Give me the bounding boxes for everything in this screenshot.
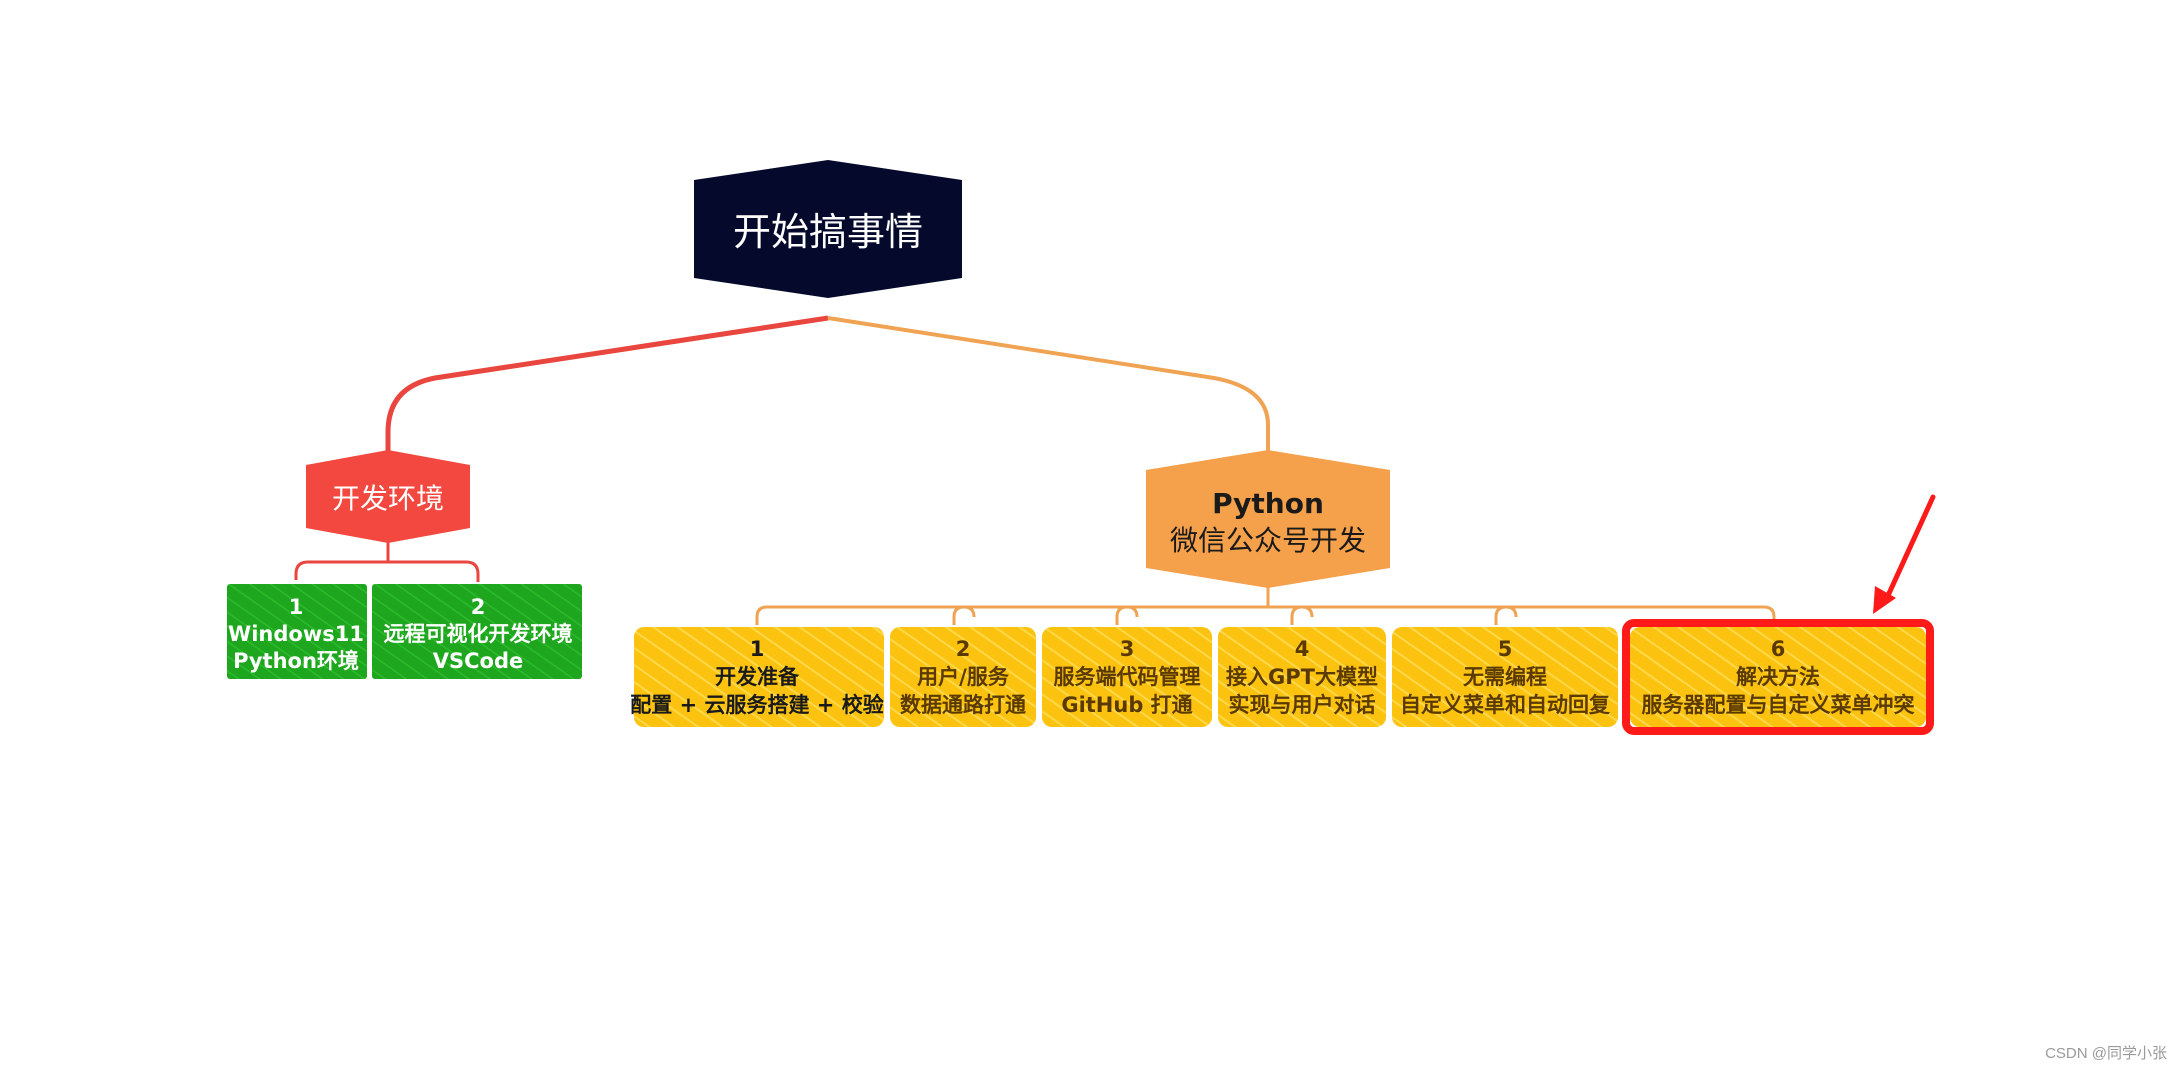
right-child-5[interactable]: 5 无需编程 自定义菜单和自动回复 <box>1392 627 1618 727</box>
left-child-1-line-2: Python环境 <box>233 649 359 673</box>
left-child-1-number: 1 <box>289 595 304 619</box>
right-branch-node[interactable]: Python 微信公众号开发 <box>1146 450 1390 588</box>
right-child-4-line-1: 接入GPT大模型 <box>1226 665 1378 689</box>
root-node-shape <box>694 160 962 298</box>
connectors <box>294 315 1776 625</box>
right-child-4-line-2: 实现与用户对话 <box>1229 693 1376 717</box>
right-child-5-line-2: 自定义菜单和自动回复 <box>1400 693 1611 717</box>
left-branch-node[interactable]: 开发环境 <box>306 450 470 543</box>
right-child-1-line-2: 配置 + 云服务搭建 + 校验 <box>630 693 883 717</box>
right-child-2-number: 2 <box>956 637 971 661</box>
root-node-label: 开始搞事情 <box>733 210 923 254</box>
right-child-2-line-1: 用户/服务 <box>917 665 1010 689</box>
left-child-2[interactable]: 2 远程可视化开发环境 VSCode <box>372 584 582 679</box>
right-child-5-shape <box>1392 627 1618 727</box>
right-branch-node-subtitle: 微信公众号开发 <box>1170 524 1366 557</box>
right-branch-node-title: Python <box>1212 487 1324 520</box>
right-child-1-line-1: 开发准备 <box>715 665 800 689</box>
right-child-3-line-1: 服务端代码管理 <box>1054 665 1201 689</box>
highlight-frame <box>1622 619 1934 735</box>
right-child-3-shape <box>1042 627 1212 727</box>
root-node[interactable]: 开始搞事情 <box>694 160 962 298</box>
left-child-2-line-1: 远程可视化开发环境 <box>384 622 573 646</box>
right-child-1-shape <box>634 627 884 727</box>
watermark: CSDN @同学小张 <box>2045 1045 2167 1062</box>
left-children-connector <box>294 542 480 582</box>
red-arrow-shaft <box>1883 494 1936 603</box>
right-child-5-number: 5 <box>1498 637 1513 661</box>
right-child-4[interactable]: 4 接入GPT大模型 实现与用户对话 <box>1218 627 1386 727</box>
left-child-1-line-1: Windows11 <box>228 622 364 646</box>
root-to-left-connector <box>385 315 829 455</box>
right-child-5-line-1: 无需编程 <box>1463 665 1547 689</box>
right-child-3[interactable]: 3 服务端代码管理 GitHub 打通 <box>1042 627 1212 727</box>
red-arrow-head <box>1873 586 1896 614</box>
right-child-2-line-2: 数据通路打通 <box>900 693 1026 717</box>
right-child-4-number: 4 <box>1295 637 1310 661</box>
right-child-6-shape <box>1630 627 1926 727</box>
left-child-2-line-2: VSCode <box>433 649 524 673</box>
right-children-connector <box>755 585 1776 625</box>
left-child-2-number: 2 <box>471 595 486 619</box>
right-child-1[interactable]: 1 开发准备 配置 + 云服务搭建 + 校验 <box>630 627 884 727</box>
left-child-1[interactable]: 1 Windows11 Python环境 <box>227 584 367 679</box>
right-child-6-line-1: 解决方法 <box>1736 665 1820 689</box>
right-child-3-line-2: GitHub 打通 <box>1061 693 1192 717</box>
right-child-1-number: 1 <box>750 637 765 661</box>
right-child-6[interactable]: 6 解决方法 服务器配置与自定义菜单冲突 <box>1630 627 1926 727</box>
right-child-2-shape <box>890 627 1036 727</box>
right-child-2[interactable]: 2 用户/服务 数据通路打通 <box>890 627 1036 727</box>
right-child-6-number: 6 <box>1771 637 1786 661</box>
left-child-1-shape <box>227 584 367 679</box>
right-child-3-number: 3 <box>1120 637 1135 661</box>
left-branch-node-label: 开发环境 <box>332 482 444 515</box>
red-arrow-icon <box>1873 494 1936 614</box>
left-branch-node-shape <box>306 450 470 543</box>
right-child-4-shape <box>1218 627 1386 727</box>
right-branch-node-shape <box>1146 450 1390 588</box>
root-to-right-connector <box>827 316 1270 452</box>
right-child-6-line-2: 服务器配置与自定义菜单冲突 <box>1642 693 1915 717</box>
left-child-2-shape <box>372 584 582 679</box>
